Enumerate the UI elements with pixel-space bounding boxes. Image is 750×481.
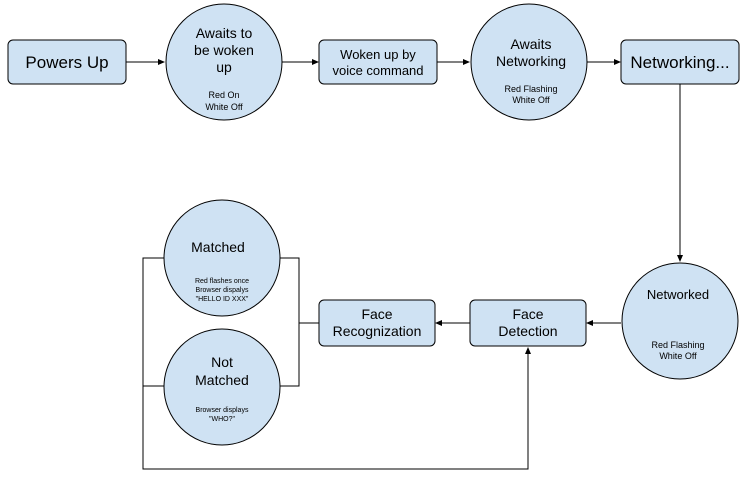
- arrowhead-networking: [614, 59, 621, 65]
- node-woken-up-title-2: voice command: [332, 63, 423, 78]
- node-awaits-networking-status-1: Red Flashing: [504, 84, 557, 94]
- node-matched-status-2: Browser dispalys: [196, 287, 249, 294]
- node-awaits-networking-status-2: White Off: [512, 95, 550, 105]
- arrowhead-face-detection: [586, 320, 593, 326]
- node-face-detection-title-1: Face: [512, 306, 543, 322]
- node-awaits-woken-title-1: Awaits to: [196, 25, 253, 41]
- node-powers-up-title: Powers Up: [25, 53, 108, 72]
- arrowhead-loop-face-detection: [525, 347, 531, 354]
- node-awaits-woken-title-3: up: [216, 59, 232, 75]
- node-matched: Matched Red flashes once Browser dispaly…: [163, 199, 281, 317]
- node-face-recognization-box: [318, 299, 436, 347]
- arrowhead-awaits-woken: [158, 59, 165, 65]
- node-not-matched-status-2: "WHO?": [209, 416, 235, 423]
- node-face-recognization-title-1: Face: [361, 306, 392, 322]
- node-powers-up: Powers Up: [7, 39, 127, 85]
- node-networking: Networking...: [620, 39, 740, 85]
- node-powers-up-box: [7, 39, 127, 85]
- node-woken-up: Woken up by voice command: [318, 39, 438, 85]
- node-matched-circle: [163, 199, 281, 317]
- node-networked-title: Networked: [647, 287, 709, 302]
- edge-loop-left: [142, 257, 529, 470]
- node-awaits-woken-title-2: be woken: [194, 42, 254, 58]
- node-not-matched-title-2: Matched: [195, 372, 249, 388]
- node-awaits-networking-title-2: Networking: [496, 53, 566, 69]
- node-not-matched-circle: [163, 328, 281, 446]
- arrowhead-woken-up: [312, 59, 319, 65]
- node-networked: Networked Red Flashing White Off: [621, 262, 739, 380]
- node-networking-title: Networking...: [630, 53, 729, 72]
- node-awaits-woken-circle: [165, 3, 283, 121]
- node-matched-status-1: Red flashes once: [195, 278, 249, 285]
- node-face-detection-box: [469, 299, 587, 347]
- node-matched-title: Matched: [191, 239, 245, 255]
- node-woken-up-title-1: Woken up by: [340, 47, 416, 62]
- node-awaits-networking-title-1: Awaits: [511, 36, 552, 52]
- node-face-recognization-title-2: Recognization: [333, 323, 422, 339]
- node-networked-status-1: Red Flashing: [651, 340, 704, 350]
- node-networked-circle: [621, 262, 739, 380]
- node-not-matched-status-1: Browser displays: [196, 407, 249, 414]
- node-awaits-woken: Awaits to be woken up Red On White Off: [165, 3, 283, 121]
- node-not-matched: Not Matched Browser displays "WHO?": [163, 328, 281, 446]
- node-not-matched-title-1: Not: [211, 354, 233, 370]
- edge-bracket-right: [280, 257, 300, 387]
- node-face-recognization: Face Recognization: [318, 299, 436, 347]
- arrowhead-face-recognization: [435, 320, 442, 326]
- node-awaits-woken-status-1: Red On: [208, 90, 239, 100]
- node-matched-status-3: "HELLO ID XXX": [196, 296, 249, 303]
- node-awaits-woken-status-2: White Off: [205, 102, 243, 112]
- node-awaits-networking-circle: [470, 3, 588, 121]
- edges: [126, 59, 683, 470]
- node-face-detection: Face Detection: [469, 299, 587, 347]
- arrowhead-awaits-networking: [463, 59, 470, 65]
- node-networked-status-2: White Off: [659, 351, 697, 361]
- node-networking-box: [620, 39, 740, 85]
- node-woken-up-box: [318, 39, 438, 85]
- node-awaits-networking: Awaits Networking Red Flashing White Off: [470, 3, 588, 121]
- node-face-detection-title-2: Detection: [498, 323, 557, 339]
- arrowhead-networked: [677, 255, 683, 262]
